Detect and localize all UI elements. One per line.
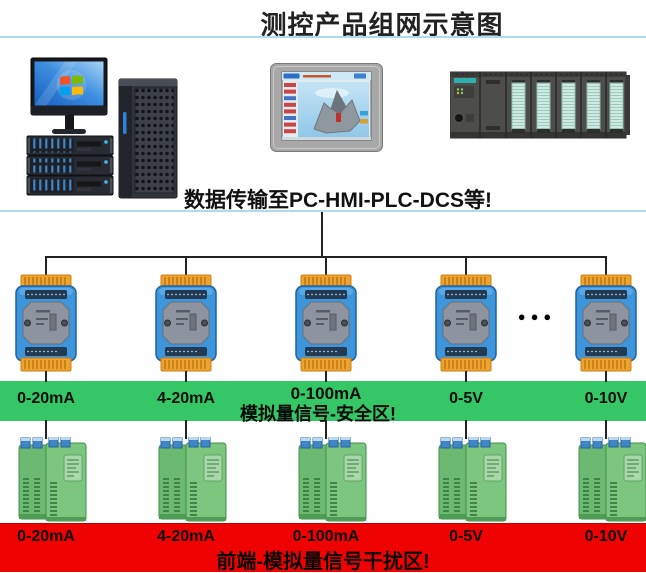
subtitle-data-transfer: 数据传输至PC-HMI-PLC-DCS等! xyxy=(184,189,492,212)
green-to-isolator-line xyxy=(465,420,467,439)
plc-module-dividers xyxy=(479,72,607,138)
red-signal-label: 0-10V xyxy=(584,528,628,545)
tower-server-icon xyxy=(118,78,178,199)
signal-isolator-image xyxy=(578,437,646,522)
green-to-isolator-line xyxy=(605,420,607,439)
bus-drop-line xyxy=(605,256,607,277)
trunk-connector-line xyxy=(321,212,323,258)
hmi-panel-image xyxy=(270,63,383,152)
green-to-isolator-line xyxy=(325,420,327,439)
green-signal-label: 4-20mA xyxy=(157,390,215,407)
signal-isolator-image xyxy=(18,437,87,522)
plc-rack-image xyxy=(450,71,630,139)
io-module-image xyxy=(15,274,77,372)
io-module-image xyxy=(155,274,217,372)
signal-isolator-image xyxy=(158,437,227,522)
module-to-green-line xyxy=(325,371,327,382)
green-to-isolator-line xyxy=(185,420,187,439)
top-divider-line xyxy=(0,36,646,38)
bus-drop-line xyxy=(45,256,47,277)
io-module-image xyxy=(295,274,357,372)
io-module-image xyxy=(435,274,497,372)
red-signal-label: 4-20mA xyxy=(157,528,215,545)
plc-io-modules xyxy=(486,80,624,133)
red-signal-label: 0-20mA xyxy=(17,528,75,545)
green-signal-label: 0-20mA xyxy=(17,390,75,407)
module-to-green-line xyxy=(605,371,607,382)
middle-divider-line xyxy=(0,210,646,212)
red-signal-label: 0-5V xyxy=(449,528,483,545)
module-to-green-line xyxy=(465,371,467,382)
green-zone-band: 模拟量信号-安全区! xyxy=(0,381,646,424)
green-signal-label: 0-10V xyxy=(584,390,628,407)
io-module-image xyxy=(575,274,637,372)
signal-isolator-image xyxy=(298,437,367,522)
bus-drop-line xyxy=(325,256,327,277)
green-zone-title: 模拟量信号-安全区! xyxy=(240,404,396,424)
red-signal-label: 0-100mA xyxy=(292,528,360,545)
module-to-green-line xyxy=(185,371,187,382)
green-to-isolator-line xyxy=(45,420,47,439)
windows-logo-icon xyxy=(60,75,83,96)
green-signal-label: 0-100mA xyxy=(290,384,362,403)
signal-isolator-image xyxy=(438,437,507,522)
rack-servers-icon xyxy=(26,135,114,196)
pc-server-image xyxy=(26,57,178,199)
green-signal-label: 0-5V xyxy=(449,390,483,407)
bus-drop-line xyxy=(185,256,187,277)
module-to-green-line xyxy=(45,371,47,382)
plc-cpu-module xyxy=(454,78,476,123)
red-zone-band: 前端-模拟量信号干扰区! xyxy=(0,523,646,573)
page-title: 测控产品组网示意图 xyxy=(260,10,504,40)
bus-drop-line xyxy=(465,256,467,277)
red-zone-title: 前端-模拟量信号干扰区! xyxy=(216,551,430,573)
monitor-icon xyxy=(30,57,108,134)
hmi-menu-buttons xyxy=(284,83,296,134)
more-modules-ellipsis: ●●● xyxy=(517,309,557,324)
